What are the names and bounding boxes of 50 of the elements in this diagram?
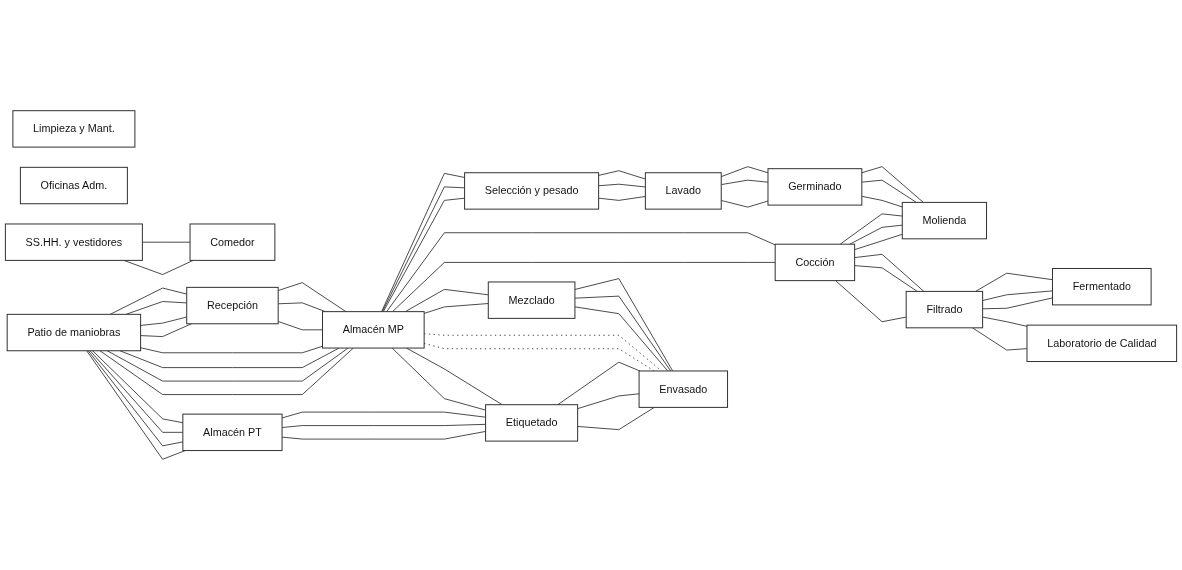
connector: [598, 170, 646, 180]
connector: [423, 303, 489, 314]
node-box: Laboratorio de Calidad: [1026, 324, 1178, 363]
node-box: Patio de maniobras: [6, 313, 142, 352]
connector: [577, 393, 640, 410]
connector: [391, 347, 486, 411]
node-box: Fermentado: [1051, 267, 1152, 306]
node-box: Germinado: [767, 168, 863, 206]
node-box: Mezclado: [487, 281, 576, 319]
node-box: Etiquetado: [485, 404, 579, 442]
connector: [99, 347, 354, 395]
node-box: Almacén MP: [322, 311, 425, 349]
connector: [404, 288, 489, 313]
connector: [106, 347, 349, 382]
connector: [854, 265, 918, 292]
node-box: Filtrado: [905, 290, 984, 329]
connector: [975, 272, 1053, 292]
connector: [577, 407, 655, 431]
connector: [854, 233, 903, 251]
node-box: Almacén PT: [182, 413, 283, 452]
node-box: Envasado: [638, 370, 729, 408]
connector: [861, 195, 903, 208]
connector: [140, 323, 192, 337]
node-box: Limpieza y Mant.: [12, 110, 136, 148]
node-box: Oficinas Adm.: [19, 166, 128, 205]
connector: [598, 196, 646, 201]
connector: [861, 166, 924, 203]
node-box: Comedor: [189, 223, 276, 261]
connector: [849, 224, 903, 245]
connector: [140, 345, 323, 354]
connector: [861, 179, 917, 203]
node-box: SS.HH. y vestidores: [4, 223, 143, 261]
connector: [406, 347, 503, 406]
connector: [982, 297, 1053, 310]
connector: [854, 253, 925, 292]
connector: [392, 262, 776, 313]
connector: [598, 183, 646, 188]
connector: [839, 213, 903, 245]
connector: [574, 306, 669, 372]
connector: [574, 295, 672, 372]
connector: [557, 361, 641, 406]
connector: [835, 280, 907, 323]
node-box: Selección y pesado: [464, 172, 600, 210]
connector: [982, 290, 1053, 301]
node-box: Recepción: [186, 286, 279, 325]
connector: [386, 232, 776, 313]
node-box: Cocción: [774, 243, 856, 282]
connector: [574, 278, 674, 372]
node-box: Lavado: [644, 172, 722, 210]
node-box: Molienda: [901, 201, 988, 240]
